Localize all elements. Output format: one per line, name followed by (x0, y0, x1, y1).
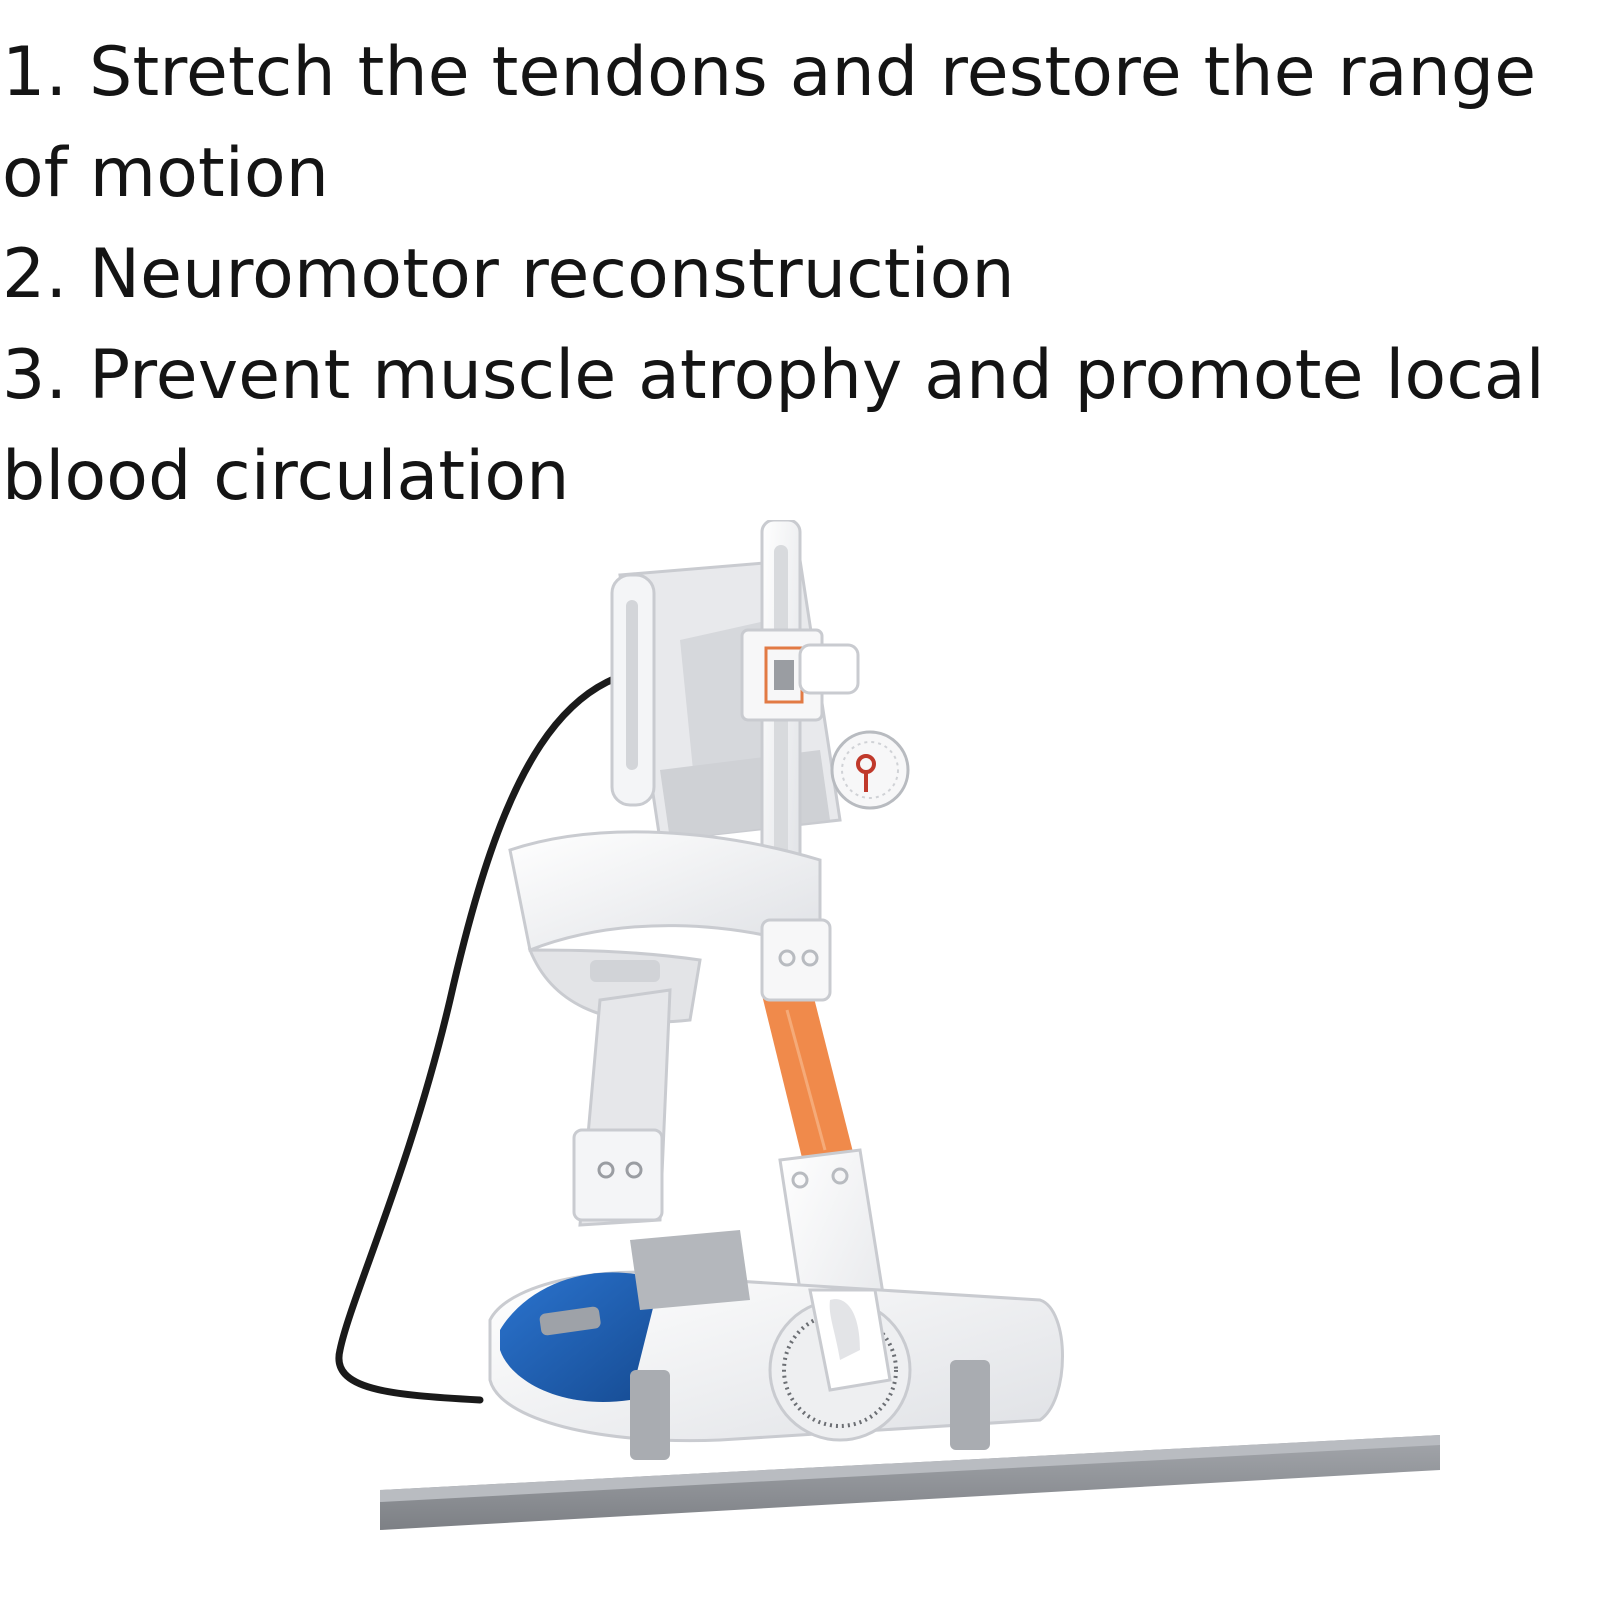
benefit-text: Stretch the tendons and restore the rang… (2, 33, 1537, 213)
adjustment-bar (740, 520, 860, 932)
ankle-rehab-device-illustration (335, 520, 1440, 1530)
benefit-number: 2. (2, 235, 68, 314)
orange-strap (762, 990, 855, 1170)
benefit-list: 1. Stretch the tendons and restore the r… (2, 22, 1592, 527)
benefit-text: Neuromotor reconstruction (89, 235, 1015, 314)
angle-dial-icon (830, 730, 910, 810)
benefit-item: 3. Prevent muscle atrophy and promote lo… (2, 325, 1592, 527)
drive-wheel (768, 1288, 912, 1442)
benefit-number: 1. (2, 33, 68, 112)
benefit-number: 3. (2, 336, 68, 415)
rear-upright (572, 988, 672, 1227)
benefit-item: 2. Neuromotor reconstruction (2, 224, 1592, 325)
base-plate (380, 1435, 1440, 1530)
benefit-text: Prevent muscle atrophy and promote local… (2, 336, 1545, 516)
benefit-item: 1. Stretch the tendons and restore the r… (2, 22, 1592, 224)
power-cable (335, 664, 699, 1404)
